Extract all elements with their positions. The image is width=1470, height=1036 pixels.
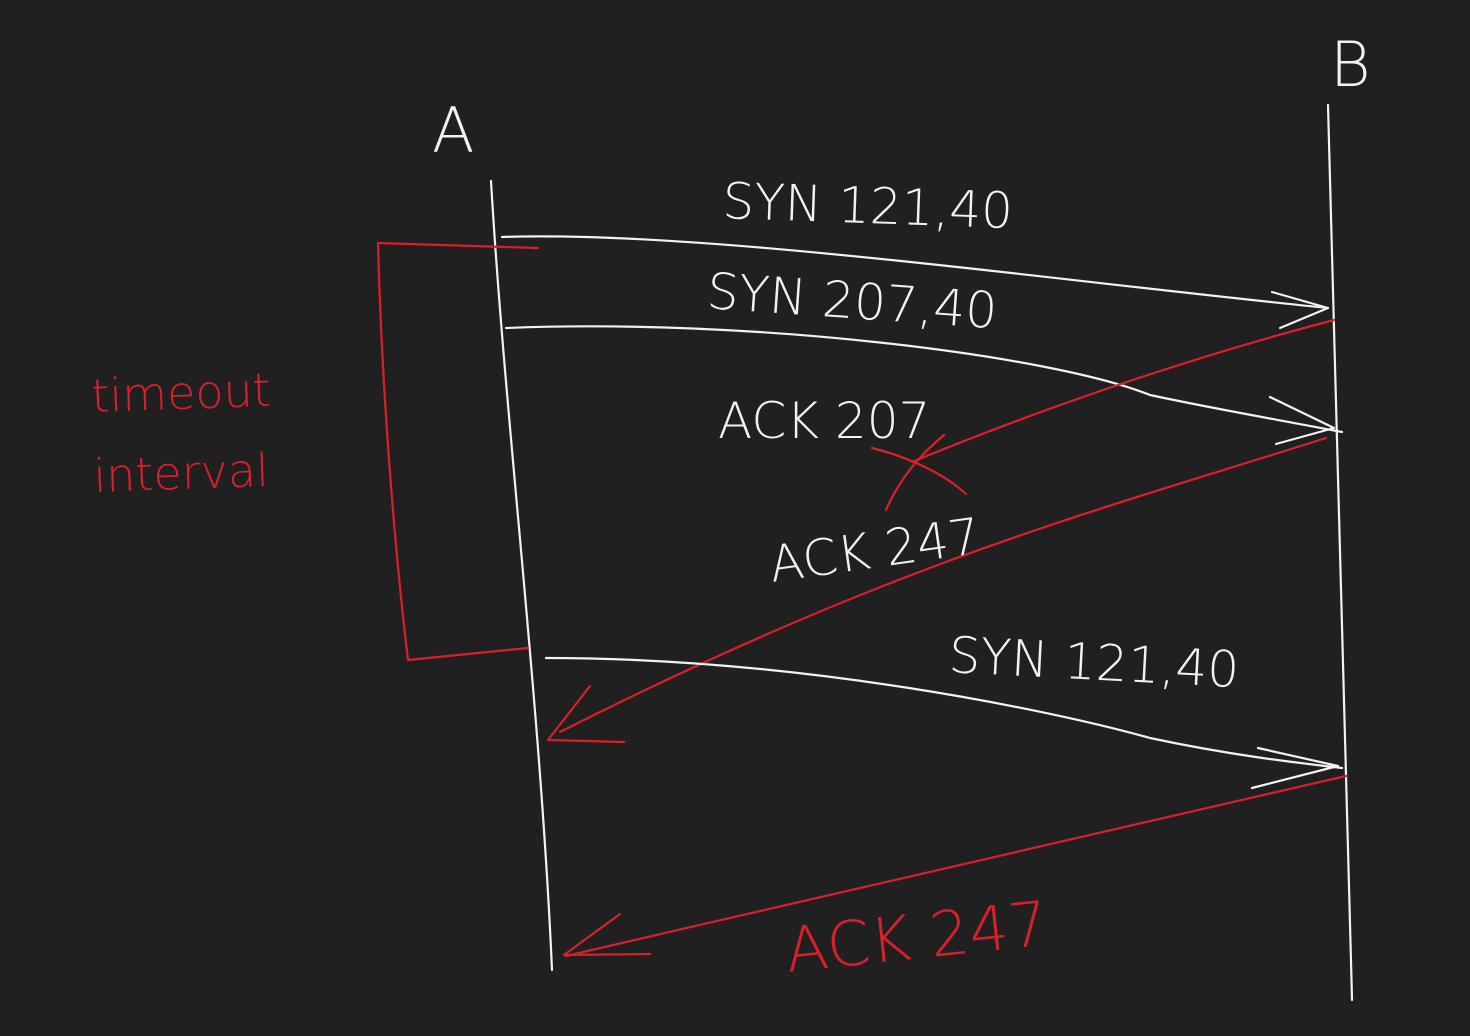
message-arrow-syn-2 <box>504 325 1344 434</box>
host-a-timeline <box>489 179 554 972</box>
message-arrow-ack-final <box>564 774 1348 958</box>
message-label-syn-retransmit: SYN 121,40 <box>947 626 1240 699</box>
arrowhead-icon <box>1250 746 1340 790</box>
message-arrow-syn-retransmit <box>544 656 1344 770</box>
message-label-ack-207: ACK 207 <box>718 392 930 450</box>
message-label-ack-final: ACK 247 <box>782 887 1052 987</box>
host-a-label: A <box>432 94 474 167</box>
timeout-label-line2: interval <box>92 443 269 503</box>
host-b-label: B <box>1330 28 1371 101</box>
timeout-interval-bracket <box>376 241 540 662</box>
arrowhead-icon <box>562 912 652 957</box>
message-label-syn-1: SYN 121,40 <box>722 172 1014 240</box>
message-label-ack-247: ACK 247 <box>766 507 984 594</box>
message-arrow-ack-247 <box>558 436 1328 734</box>
lost-packet-x-icon <box>870 433 968 512</box>
host-b-timeline <box>1326 103 1354 1002</box>
message-label-syn-2: SYN 207,40 <box>705 262 999 340</box>
arrowhead-icon <box>1270 290 1330 330</box>
arrowhead-icon <box>546 684 626 744</box>
message-arrow-ack-lost <box>910 318 1336 464</box>
message-arrow-syn-1 <box>500 235 1330 310</box>
arrowhead-icon <box>1268 395 1336 446</box>
timeout-label-line1: timeout <box>90 363 271 423</box>
